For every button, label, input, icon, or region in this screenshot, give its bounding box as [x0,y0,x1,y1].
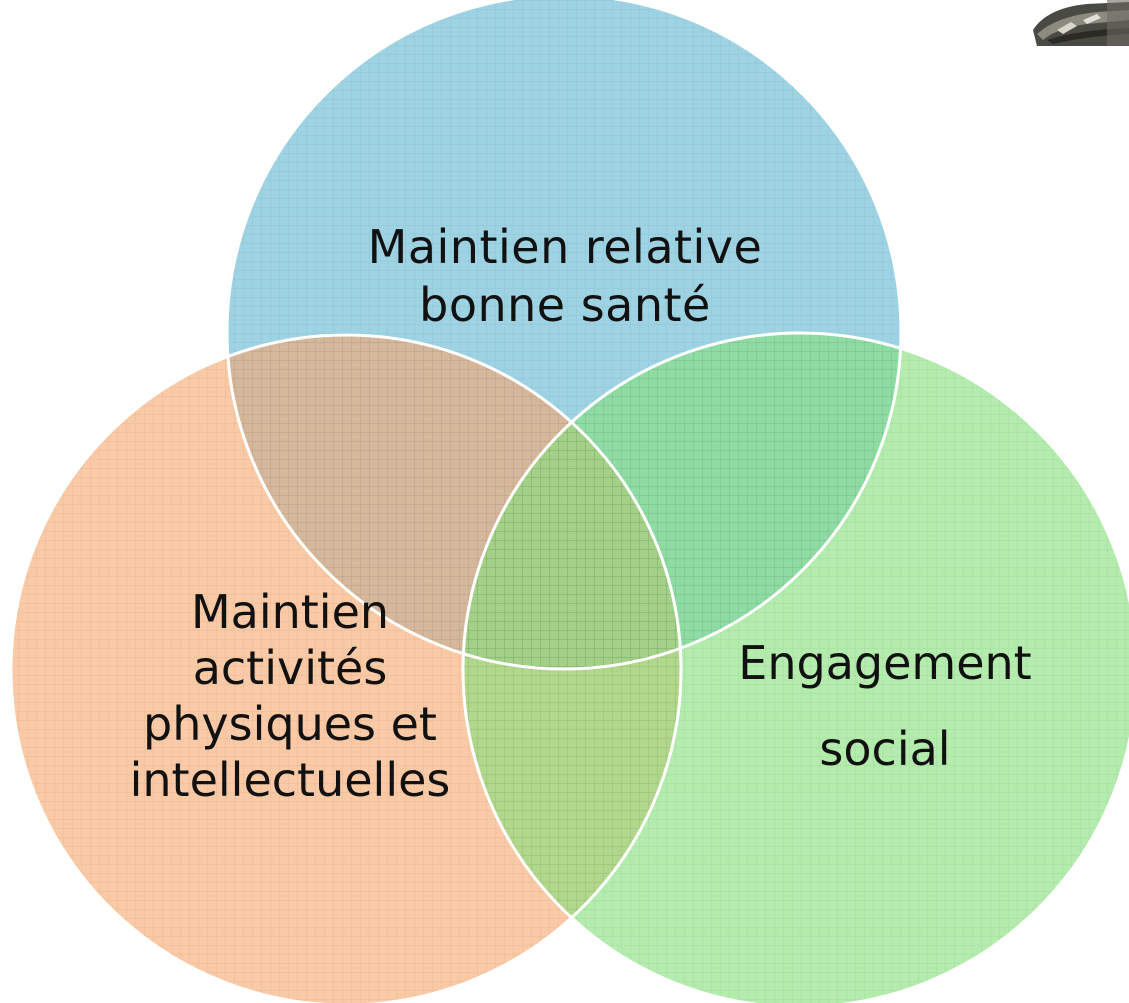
circle-outline-activities [9,333,683,1003]
label-health-line-2: bonne santé [419,278,711,332]
circle-outline-social [461,331,1129,1003]
label-health-line-1: Maintien relative [367,220,763,274]
label-health: Maintien relative bonne santé [290,218,840,334]
grid-texture-social [463,333,1129,1003]
label-activities-line-4: intellectuelles [129,753,451,807]
corner-photo-thumbnail [1027,0,1129,46]
label-activities-line-2: activités [192,641,388,695]
circle-outline-health [225,0,903,671]
photo-thumbnail-icon [1027,0,1129,46]
label-social-line-2: social [819,722,951,776]
label-activities-line-1: Maintien [190,585,390,639]
label-activities: Maintien activités physiques et intellec… [60,584,520,808]
label-activities-line-3: physiques et [143,697,437,751]
label-social: Engagement social [700,620,1070,792]
label-social-line-1: Engagement [738,636,1032,690]
